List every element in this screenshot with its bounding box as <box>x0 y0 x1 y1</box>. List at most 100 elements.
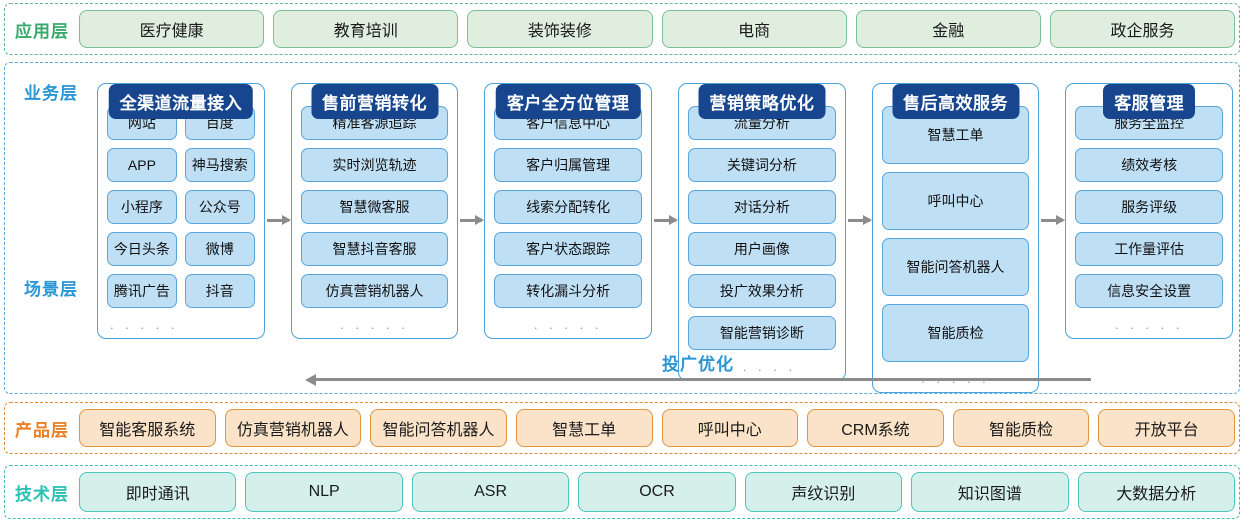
tech-layer-item-chip[interactable]: 大数据分析 <box>1077 472 1235 512</box>
business-cell[interactable]: 投广效果分析 <box>688 274 836 308</box>
product-layer-item-chip-label: 智能客服系统 <box>99 422 196 439</box>
business-column: 售前营销转化精准客源追踪实时浏览轨迹智慧微客服智慧抖音客服仿真营销机器人. . … <box>290 69 459 339</box>
business-column-ellipsis: . . . . . <box>340 317 409 332</box>
tech-layer-item-chip[interactable]: 声纹识别 <box>744 472 903 512</box>
product-layer-item-chip-label: 呼叫中心 <box>697 422 762 439</box>
tech-layer-item-chip-label: OCR <box>639 483 675 500</box>
business-cell[interactable]: 信息安全设置 <box>1075 274 1224 308</box>
product-layer-item-chip-label: 智慧工单 <box>552 422 617 439</box>
business-column-title[interactable]: 客服管理 <box>1103 84 1196 119</box>
application-layer-item-chip[interactable]: 电商 <box>661 10 847 48</box>
flow-arrow <box>458 215 485 225</box>
tech-layer-item-chip[interactable]: 即时通讯 <box>79 472 237 512</box>
tech-layer-item-chip-label: NLP <box>308 483 340 500</box>
application-layer-item-chip-label: 政企服务 <box>1110 23 1175 40</box>
product-layer: 产品层 智能客服系统 仿真营销机器人智能问答机器人 智慧工单 呼叫中心 CRM系统 智能质… <box>4 402 1240 454</box>
business-cell[interactable]: 神马搜索 <box>184 148 255 182</box>
business-column-body: 客户全方位管理客户信息中心客户归属管理线索分配转化客户状态跟踪转化漏斗分析. .… <box>484 83 653 339</box>
product-layer-item-chip[interactable]: 智能问答机器人 <box>370 409 507 447</box>
product-layer-item-chip[interactable]: 仿真营销机器人 <box>224 409 362 447</box>
business-cell[interactable]: 用户画像 <box>688 232 836 266</box>
business-cell[interactable]: APP <box>107 148 177 182</box>
feedback-arrow-head-icon <box>305 374 316 386</box>
business-cell[interactable]: 线索分配转化 <box>494 190 643 224</box>
business-column-title[interactable]: 营销策略优化 <box>698 84 826 119</box>
business-column-title[interactable]: 售后高效服务 <box>892 84 1020 119</box>
application-layer-item-chip[interactable]: 金融 <box>855 10 1041 48</box>
application-layer-item-chip-label: 装饰装修 <box>527 23 592 40</box>
tech-layer-label: 技术层 <box>15 484 69 504</box>
business-column: 客户全方位管理客户信息中心客户归属管理线索分配转化客户状态跟踪转化漏斗分析. .… <box>484 69 653 339</box>
business-cell[interactable]: 今日头条 <box>107 232 177 266</box>
business-cell[interactable]: 绩效考核 <box>1075 148 1224 182</box>
business-column-title[interactable]: 客户全方位管理 <box>495 84 641 119</box>
tech-layer-item-chip[interactable]: 知识图谱 <box>911 472 1069 512</box>
business-column-ellipsis: . . . . . <box>727 359 797 374</box>
business-layer-label: 业务层 <box>24 84 78 103</box>
application-layer-item-chip[interactable]: 装饰装修 <box>467 10 653 48</box>
product-layer-item-chip[interactable]: CRM系统 <box>807 409 944 447</box>
application-layer-item-chip-label: 电商 <box>738 23 771 40</box>
application-layer-item-chip[interactable]: 医疗健康 <box>79 10 265 48</box>
business-cell[interactable]: 智能质检 <box>881 304 1030 362</box>
tech-layer-item-chip[interactable]: OCR <box>578 472 736 512</box>
business-cell[interactable]: 对话分析 <box>688 190 836 224</box>
product-layer-item-chip-label: 智能质检 <box>989 422 1054 439</box>
business-cell[interactable]: 呼叫中心 <box>881 172 1030 230</box>
business-cell[interactable]: 关键词分析 <box>688 148 836 182</box>
tech-layer-item-chip[interactable]: ASR <box>411 472 570 512</box>
application-layer-label: 应用层 <box>15 21 69 41</box>
business-cell[interactable]: 智慧微客服 <box>300 190 449 224</box>
business-cell[interactable]: 客户归属管理 <box>494 148 643 182</box>
flow-arrow <box>1039 215 1066 225</box>
product-layer-label: 产品层 <box>15 420 69 440</box>
business-cell[interactable]: 客户状态跟踪 <box>494 232 643 266</box>
business-cell[interactable]: 工作量评估 <box>1075 232 1224 266</box>
business-cell[interactable]: 智能营销诊断 <box>688 316 836 350</box>
business-cell[interactable]: 实时浏览轨迹 <box>300 148 449 182</box>
product-layer-item-chip[interactable]: 智能质检 <box>952 409 1090 447</box>
business-cell[interactable]: 小程序 <box>107 190 177 224</box>
business-cell[interactable]: 抖音 <box>184 274 255 308</box>
business-layer-side-labels: 业务层 场景层 <box>5 63 97 393</box>
arrow-right-icon <box>1041 215 1066 225</box>
business-column-title[interactable]: 售前营销转化 <box>311 84 438 119</box>
application-layer-item-chip[interactable]: 教育培训 <box>273 10 459 48</box>
business-cell[interactable]: 智能问答机器人 <box>881 238 1030 296</box>
application-layer-item-chip[interactable]: 政企服务 <box>1049 10 1236 48</box>
product-layer-item-chip[interactable]: 呼叫中心 <box>661 409 799 447</box>
tech-layer-item-chip-label: 即时通讯 <box>125 486 190 503</box>
business-column-title[interactable]: 全渠道流量接入 <box>108 84 254 119</box>
tech-layer-item-chip[interactable]: NLP <box>245 472 403 512</box>
business-cell[interactable]: 智慧抖音客服 <box>300 232 449 266</box>
scene-layer-label: 场景层 <box>24 280 78 299</box>
application-layer-item-chip-label: 金融 <box>932 23 965 40</box>
business-column: 营销策略优化流量分析关键词分析对话分析用户画像投广效果分析智能营销诊断. . .… <box>678 69 846 381</box>
feedback-arrow-optimization: 投广优化 <box>305 349 1091 386</box>
product-layer-item-chip-label: CRM系统 <box>841 422 910 439</box>
business-cell[interactable]: 公众号 <box>184 190 255 224</box>
tech-layer-item-chip-label: ASR <box>474 483 507 500</box>
tech-layer-item-chip-label: 知识图谱 <box>957 486 1022 503</box>
flow-arrow <box>265 215 291 225</box>
arrow-right-icon <box>266 215 291 225</box>
product-layer-item-chip[interactable]: 开放平台 <box>1098 409 1235 447</box>
tech-layer: 技术层 即时通讯 NLP ASR OCR 声纹识别 知识图谱 大数据分析 <box>4 465 1240 519</box>
business-cell[interactable]: 转化漏斗分析 <box>494 274 643 308</box>
business-cell[interactable]: 仿真营销机器人 <box>300 274 449 308</box>
application-layer-items: 医疗健康教育培训 装饰装修 电商 金融 政企服务 <box>79 4 1239 54</box>
business-cell[interactable]: 服务评级 <box>1075 190 1224 224</box>
flow-arrow <box>846 215 872 225</box>
business-cell[interactable]: 腾讯广告 <box>107 274 177 308</box>
product-layer-item-chip[interactable]: 智慧工单 <box>515 409 653 447</box>
application-layer: 应用层 医疗健康教育培训 装饰装修 电商 金融 政企服务 <box>4 3 1240 55</box>
business-cell[interactable]: 微博 <box>184 232 255 266</box>
product-layer-item-chip[interactable]: 智能客服系统 <box>79 409 216 447</box>
